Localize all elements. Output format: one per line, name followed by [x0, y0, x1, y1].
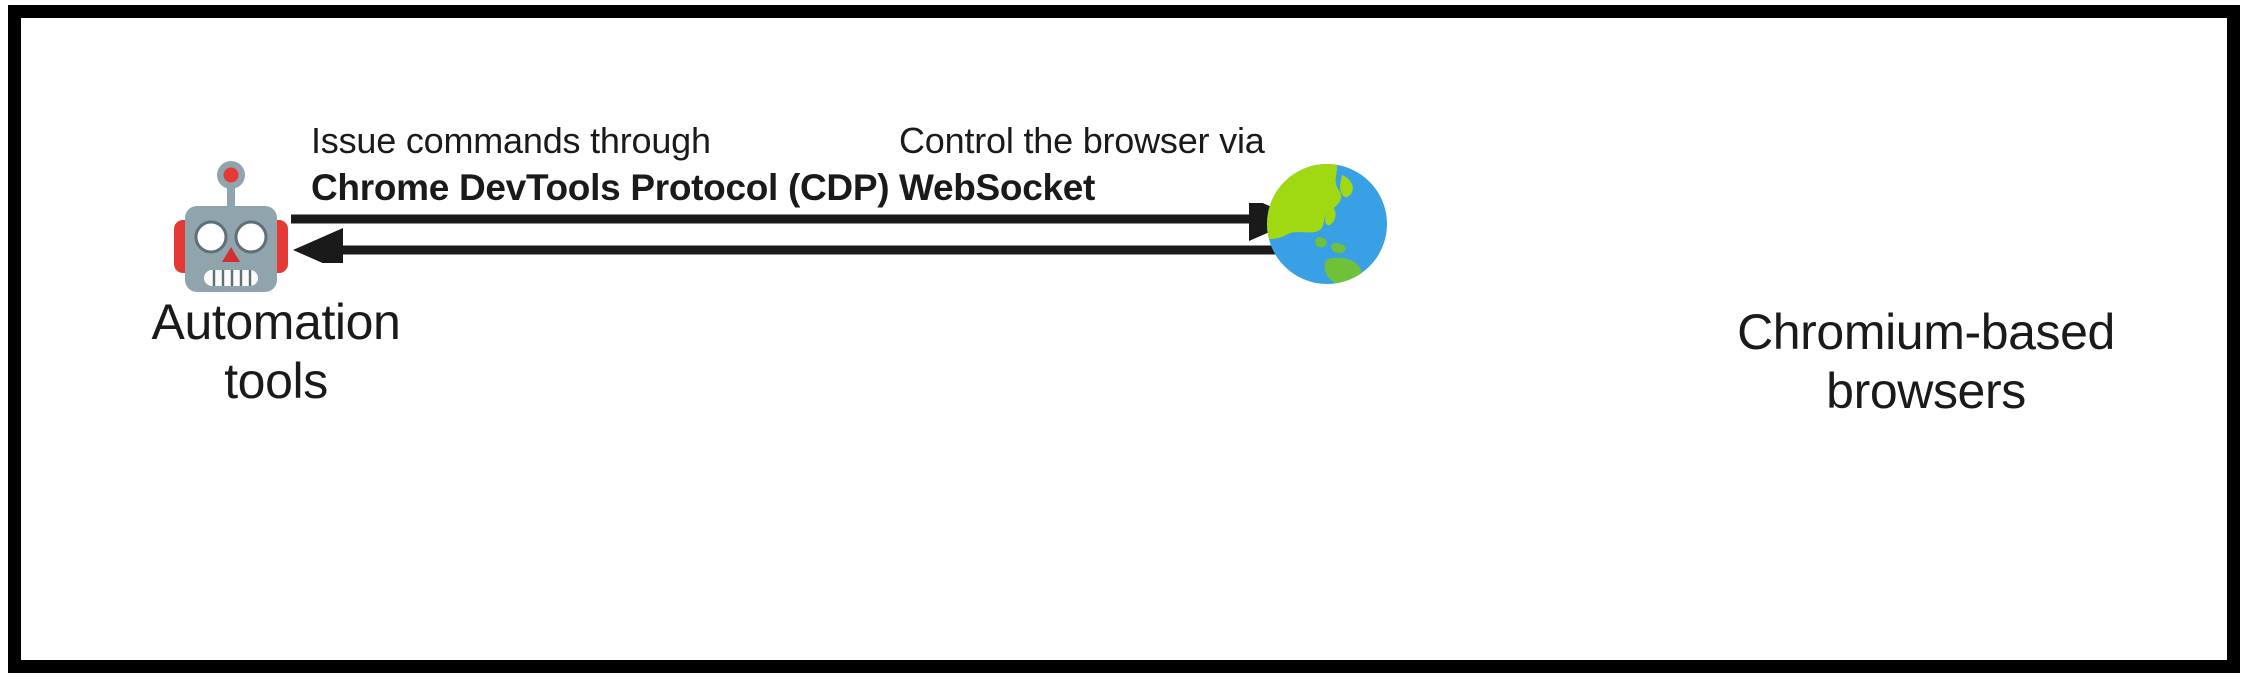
automation-tools-caption-line1: Automation — [151, 294, 401, 350]
automation-tools-caption: Automation tools — [61, 293, 491, 411]
edge-label-websocket-line1: Control the browser via — [899, 120, 1265, 161]
connector-arrows — [291, 197, 1301, 272]
chromium-browsers-caption-line1: Chromium-based — [1737, 304, 2115, 360]
globe-icon — [1266, 163, 1388, 285]
edge-label-cdp-line2: Chrome DevTools Protocol (CDP) — [311, 167, 890, 209]
chromium-browsers-caption-line2: browsers — [1826, 363, 2026, 419]
diagram-frame: Automation tools Issue commands through … — [8, 5, 2240, 673]
edge-label-websocket: Control the browser via WebSocket — [899, 118, 1265, 211]
arrow-return — [293, 228, 1301, 272]
automation-tools-caption-line2: tools — [224, 353, 328, 409]
chromium-browsers-caption: Chromium-based browsers — [1621, 303, 2231, 421]
arrow-forward — [291, 197, 1299, 241]
diagram-canvas: Automation tools Issue commands through … — [21, 18, 2227, 660]
edge-label-cdp: Issue commands through Chrome DevTools P… — [311, 118, 890, 211]
robot-icon — [166, 158, 296, 293]
edge-label-cdp-line1: Issue commands through — [311, 120, 711, 161]
edge-label-websocket-line2: WebSocket — [899, 167, 1096, 209]
